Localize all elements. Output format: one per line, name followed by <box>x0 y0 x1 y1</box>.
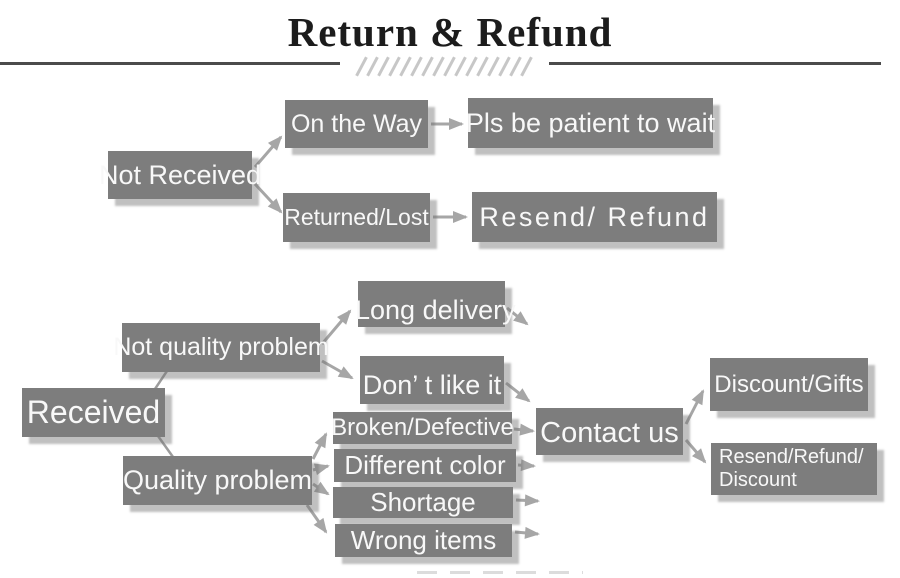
flow-node-contact-us: Contact us <box>536 408 683 455</box>
title-divider-right <box>549 62 881 65</box>
title-divider-left <box>0 62 340 65</box>
flow-node-wrong-items: Wrong items <box>335 524 512 557</box>
flow-node-not-received: Not Received <box>99 151 261 199</box>
flow-node-label: Not Received <box>98 159 262 190</box>
flow-node-label: Wrong items <box>350 524 497 555</box>
flow-node-label: Long delivery <box>355 294 516 325</box>
arrow-quality-differentcolor <box>312 463 330 476</box>
flow-node-discount-gifts: Discount/Gifts <box>710 358 868 411</box>
flow-node-label: Returned/Lost <box>284 204 429 231</box>
flow-node-broken: Broken/Defective <box>331 412 514 444</box>
flow-node-label: Resend/Refund/ Discount <box>719 446 864 491</box>
arrow-quality-wrongitems <box>305 504 328 534</box>
flow-node-different-color: Different color <box>334 449 516 482</box>
flow-node-label: Not quality problem <box>113 333 329 362</box>
arrow-notquality-dontlike <box>321 359 354 380</box>
flow-node-resend-refund: Resend/ Refund <box>472 192 717 242</box>
arrow-contactus-discountgifts <box>684 389 705 425</box>
arrow-notquality-longdelivery <box>320 309 352 345</box>
flow-node-label: Quality problem <box>122 465 313 496</box>
flow-node-resend-refund-discount: Resend/Refund/ Discount <box>711 443 877 495</box>
flow-node-on-the-way: On the Way <box>285 100 428 148</box>
flow-node-returned-lost: Returned/Lost <box>283 193 430 242</box>
flow-node-label: Don’ t like it <box>362 369 502 400</box>
flow-node-dont-like: Don’ t like it <box>360 356 504 404</box>
flow-node-label: Resend/ Refund <box>479 201 710 232</box>
flow-node-pls-wait: Pls be patient to wait <box>465 98 716 148</box>
bottom-faint-dashes <box>417 571 583 574</box>
line-received-quality <box>156 435 175 458</box>
arrow-quality-shortage <box>312 481 330 496</box>
flow-node-label: On the Way <box>290 109 423 138</box>
flow-node-label: Received <box>26 393 161 430</box>
flow-node-received: Received <box>22 388 165 437</box>
arrow-notreceived-returnedlost <box>253 182 283 214</box>
arrow-shortage-contactus <box>515 494 540 507</box>
arrow-wrongitems-contactus <box>514 526 540 539</box>
flow-node-quality: Quality problem <box>123 456 312 505</box>
flow-node-shortage: Shortage <box>333 487 513 518</box>
arrow-notreceived-ontheway <box>253 135 283 168</box>
flow-node-label: Contact us <box>540 417 679 450</box>
flow-node-long-delivery: Long delivery <box>355 281 516 327</box>
page-title: Return & Refund <box>287 9 613 55</box>
arrow-quality-broken <box>311 432 328 460</box>
flow-node-label: Broken/Defective <box>331 414 514 442</box>
arrow-dontlike-out <box>505 381 531 403</box>
flow-node-label: Pls be patient to wait <box>465 107 716 138</box>
arrow-contactus-resendrefunddiscount <box>684 439 707 464</box>
arrow-differentcolor-contactus <box>517 459 536 472</box>
arrow-broken-contactus <box>513 423 535 436</box>
arrow-longdelivery-out <box>506 306 529 326</box>
line-received-notquality <box>153 370 169 390</box>
flow-node-label: Shortage <box>370 486 476 517</box>
flow-node-label: Discount/Gifts <box>714 370 864 398</box>
flow-node-label: Different color <box>344 449 506 480</box>
flow-node-not-quality: Not quality problem <box>113 323 329 372</box>
